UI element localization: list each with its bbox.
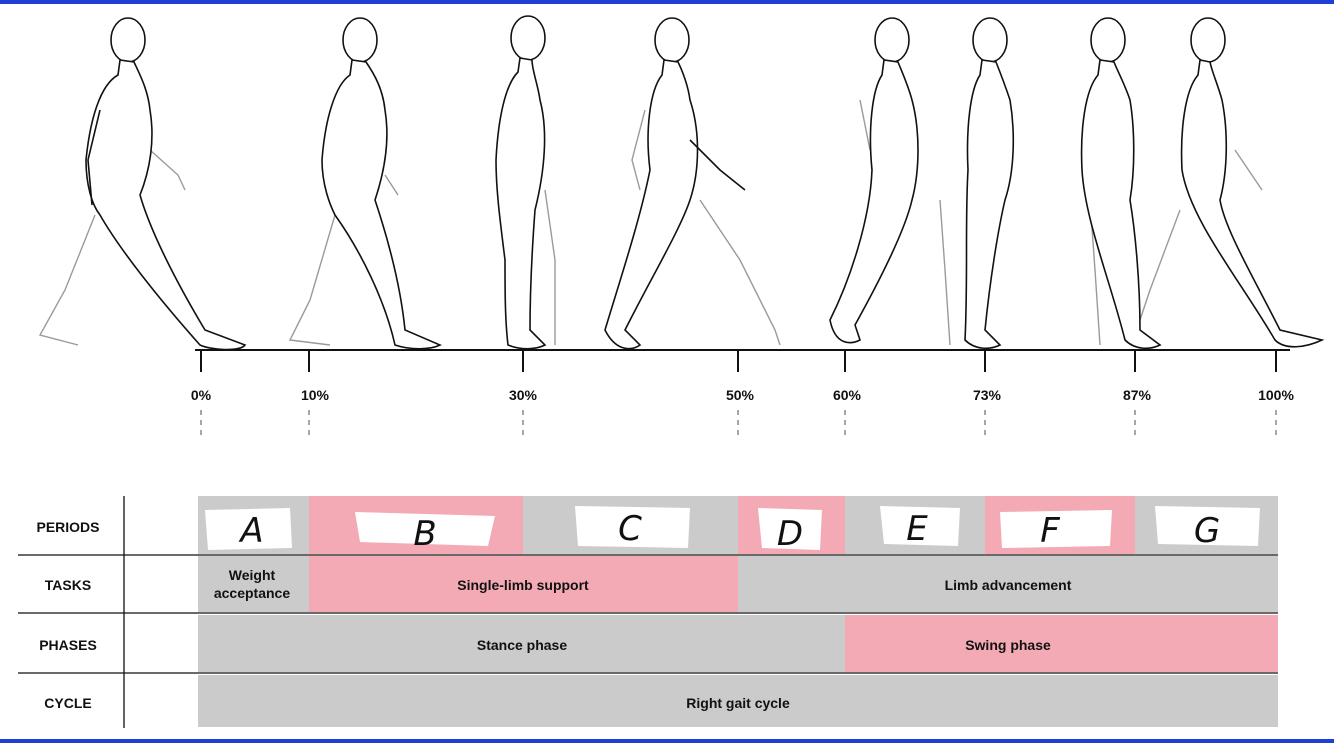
task-weight-acceptance-line2: acceptance xyxy=(214,585,290,601)
tasks-row: Weight acceptance Single-limb support Li… xyxy=(198,556,1278,612)
top-frame-bar xyxy=(0,0,1334,4)
walking-figure-1 xyxy=(85,17,247,351)
row-label-periods: PERIODS xyxy=(36,519,99,535)
row-label-cycle: CYCLE xyxy=(44,695,91,711)
cycle-right-gait: Right gait cycle xyxy=(686,695,790,711)
row-label-tasks: TASKS xyxy=(45,577,91,593)
walking-figure-6 xyxy=(964,17,1015,350)
task-weight-acceptance-line1: Weight xyxy=(229,567,276,583)
periods-row: A B C D E F G xyxy=(198,496,1278,554)
bottom-frame-bar xyxy=(0,739,1334,743)
period-letter-c: C xyxy=(618,509,642,549)
period-letter-e: E xyxy=(906,509,928,549)
period-letter-a: A xyxy=(238,511,263,551)
walking-figure-8 xyxy=(1180,17,1325,348)
pct-label-0: 0% xyxy=(191,387,212,403)
period-letter-b: B xyxy=(413,514,436,554)
task-limb-advancement: Limb advancement xyxy=(945,577,1072,593)
task-single-limb-support: Single-limb support xyxy=(457,577,589,593)
pct-label-87: 87% xyxy=(1123,387,1152,403)
phases-row: Stance phase Swing phase xyxy=(198,615,1278,672)
walking-figure-4 xyxy=(604,17,746,350)
far-side-limbs xyxy=(38,99,1263,346)
dashed-guides xyxy=(200,410,1277,435)
walking-figure-5 xyxy=(829,17,919,344)
phase-stance: Stance phase xyxy=(477,637,567,653)
walking-figure-7 xyxy=(1080,17,1162,350)
period-letter-d: D xyxy=(777,514,803,554)
pct-label-50: 50% xyxy=(726,387,755,403)
pct-label-100: 100% xyxy=(1258,387,1294,403)
phase-swing: Swing phase xyxy=(965,637,1051,653)
cycle-row: Right gait cycle xyxy=(198,675,1278,727)
period-letter-g: G xyxy=(1194,511,1220,551)
walking-figure-3 xyxy=(495,15,547,350)
row-label-phases: PHASES xyxy=(39,637,97,653)
pct-label-30: 30% xyxy=(509,387,538,403)
walking-figure-2 xyxy=(321,17,442,350)
timeline-ticks xyxy=(200,350,1277,372)
pct-label-10: 10% xyxy=(301,387,330,403)
table-rules xyxy=(18,496,1278,728)
pct-label-60: 60% xyxy=(833,387,862,403)
period-letter-f: F xyxy=(1040,511,1060,551)
pct-label-73: 73% xyxy=(973,387,1002,403)
